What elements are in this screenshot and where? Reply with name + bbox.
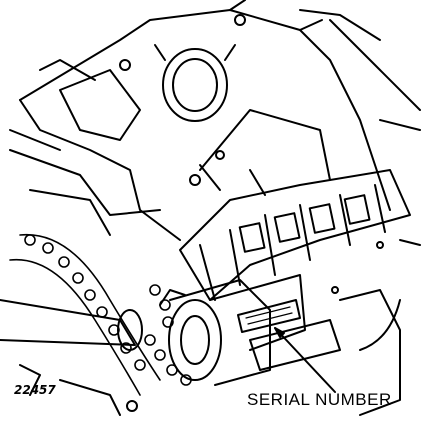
gear-housing xyxy=(179,169,411,301)
engine-block xyxy=(9,0,421,241)
filler-cap xyxy=(154,44,236,122)
sprocket-assembly xyxy=(159,274,306,386)
right-housing xyxy=(339,239,421,416)
block-bolts xyxy=(119,14,384,412)
timing-chain xyxy=(9,233,192,396)
leader-arrow-icon xyxy=(274,327,336,393)
figure-number: 22457 xyxy=(14,383,56,397)
serial-number-plate xyxy=(237,299,341,371)
serial-number-callout: SERIAL NUMBER xyxy=(247,390,392,409)
shaft-arm xyxy=(0,299,143,416)
